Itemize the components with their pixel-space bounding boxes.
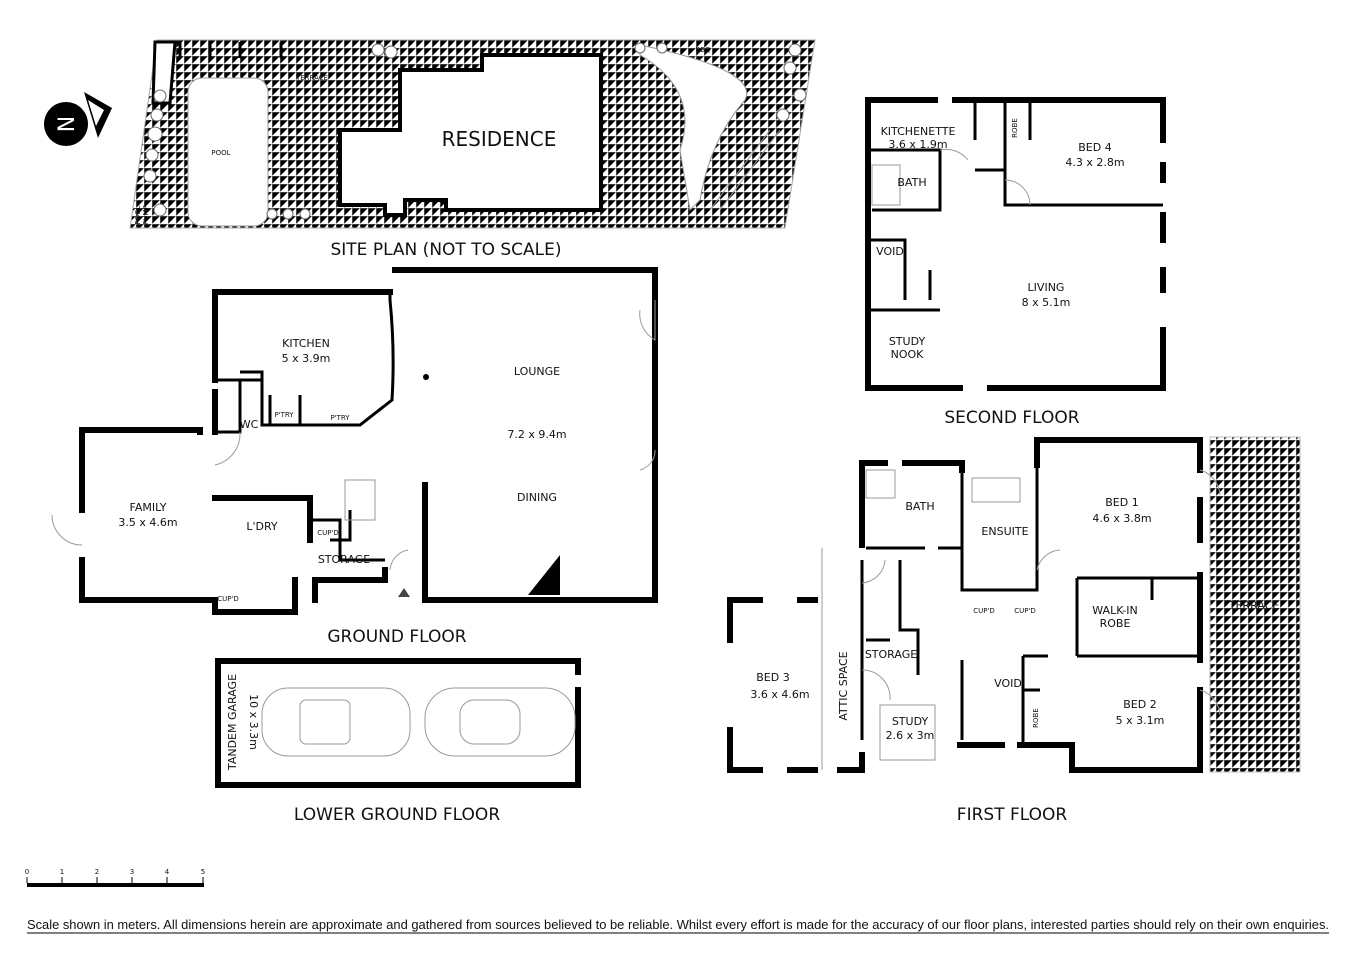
site-stairs (709, 129, 781, 211)
lower-ground-floor-title: LOWER GROUND FLOOR (294, 805, 500, 825)
pantry-label: P'TRY (274, 411, 294, 419)
ensuite-label: ENSUITE (981, 525, 1028, 538)
storage-label: STORAGE (318, 553, 370, 566)
bed2-size: 5 x 3.1m (1116, 714, 1165, 727)
study-nook-label: STUDY (889, 335, 926, 348)
terrace-label: TERRACE (1228, 599, 1280, 612)
scale-tick-1: 1 (60, 868, 64, 876)
scale-bar: 0 1 2 3 4 5 (25, 868, 205, 887)
bbq-label: BBQ (695, 46, 711, 54)
bed3-size: 3.6 x 4.6m (750, 688, 809, 701)
void-label: VOID (876, 245, 904, 258)
fireplace (528, 555, 560, 595)
cupd-label: CUP'D (317, 529, 339, 537)
scale-tick-3: 3 (130, 868, 134, 876)
north-label: N (55, 116, 80, 132)
ground-floor: KITCHEN 5 x 3.9m LOUNGE 7.2 x 9.4m DININ… (51, 267, 658, 647)
lounge-label: LOUNGE (514, 365, 560, 378)
ff-robe-label: ROBE (1032, 708, 1040, 728)
site-plan-title: SITE PLAN (NOT TO SCALE) (330, 240, 561, 260)
scale-tick-4: 4 (165, 868, 170, 876)
kitchen-label: KITCHEN (282, 337, 330, 350)
disclaimer: Scale shown in meters. All dimensions he… (27, 918, 1329, 932)
kitchenette-size: 3.6 x 1.9m (888, 138, 947, 151)
second-floor-title: SECOND FLOOR (944, 408, 1079, 428)
first-floor: BATH ENSUITE BED 1 4.6 x 3.8m WALK-IN RO… (727, 436, 1301, 825)
ff-void-label: VOID (994, 677, 1022, 690)
bed4-size: 4.3 x 2.8m (1065, 156, 1124, 169)
garage-label: TANDEM GARAGE (226, 674, 239, 771)
pool-pump-label: POOL (134, 205, 142, 224)
study-label: STUDY (892, 715, 929, 728)
scale-tick-2: 2 (95, 868, 99, 876)
residence-outline (338, 53, 603, 217)
pool-label: POOL (211, 149, 230, 157)
ground-floor-title: GROUND FLOOR (327, 627, 466, 647)
living-size: 8 x 5.1m (1022, 296, 1071, 309)
bed2-label: BED 2 (1123, 698, 1156, 711)
attic-space-label: ATTIC SPACE (837, 651, 850, 720)
residence-label: RESIDENCE (442, 127, 557, 151)
lounge-dining-size: 7.2 x 9.4m (507, 428, 566, 441)
wc-label: WC (240, 418, 259, 431)
lower-ground-floor: TANDEM GARAGE 10 x 3.3m LOWER GROUND FLO… (215, 658, 581, 825)
kitchenette-label: KITCHENETTE (881, 125, 956, 138)
bath-label: BATH (897, 176, 926, 189)
pool-pump-label-2: PUMP (142, 205, 150, 225)
pantry-label-2: P'TRY (330, 414, 350, 422)
bed1-label: BED 1 (1105, 496, 1138, 509)
kitchen-size: 5 x 3.9m (282, 352, 331, 365)
pool (187, 77, 269, 227)
walkin-robe-label: WALK-IN (1092, 604, 1137, 617)
trees (143, 42, 807, 220)
entry-arrow-icon (398, 588, 410, 597)
fence-posts (178, 42, 283, 58)
study-nook-label-2: NOOK (891, 348, 925, 361)
cars (261, 687, 576, 757)
dining-label: DINING (517, 491, 557, 504)
bed3-label: BED 3 (756, 671, 789, 684)
bed1-size: 4.6 x 3.8m (1092, 512, 1151, 525)
study-size: 2.6 x 3m (886, 729, 935, 742)
bed4-label: BED 4 (1078, 141, 1111, 154)
cupd-label-2: CUP'D (217, 595, 239, 603)
walkin-robe-label-2: ROBE (1100, 617, 1131, 630)
living-label: LIVING (1028, 281, 1065, 294)
first-floor-title: FIRST FLOOR (957, 805, 1068, 825)
scale-bar-line (27, 883, 204, 887)
site-structure (151, 40, 177, 105)
north-arrow: N (44, 92, 112, 146)
ff-cupd-label-2: CUP'D (1014, 607, 1036, 615)
ff-bath-label: BATH (905, 500, 934, 513)
ff-storage-label: STORAGE (865, 648, 917, 661)
ff-cupd-label: CUP'D (973, 607, 995, 615)
family-label: FAMILY (130, 501, 167, 514)
laundry-label: L'DRY (246, 520, 278, 533)
garage-size: 10 x 3.3m (247, 694, 260, 750)
family-size: 3.5 x 4.6m (118, 516, 177, 529)
scale-tick-0: 0 (25, 868, 29, 876)
column (423, 374, 429, 380)
site-plan: POOL POOL PUMP TERRACE BBQ RESIDENCE SIT… (129, 39, 816, 260)
scale-tick-5: 5 (201, 868, 205, 876)
second-floor: KITCHENETTE 3.6 x 1.9m BED 4 4.3 x 2.8m … (865, 97, 1166, 428)
garden-path (639, 44, 748, 212)
robe-label: ROBE (1011, 118, 1019, 138)
terrace-label: TERRACE (295, 74, 328, 82)
terrace-tiles (1209, 436, 1301, 773)
